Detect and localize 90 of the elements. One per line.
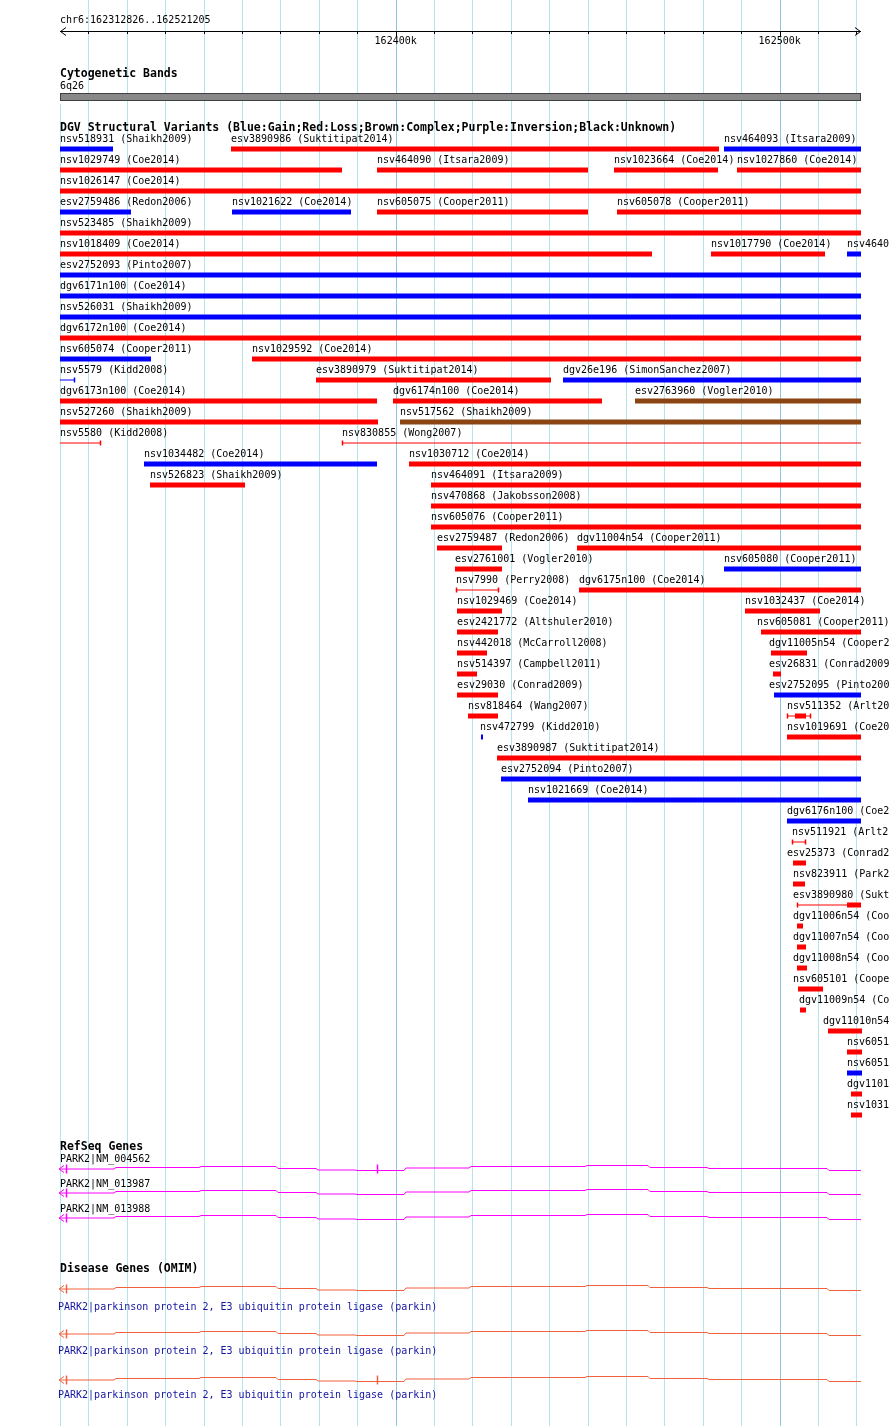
variant-label: nsv6051 [847,1057,890,1069]
variant-label: dgv6176n100 (Coe2 [787,805,890,817]
variant-label: dgv11004n54 (Cooper2011) [577,532,722,544]
variant-label: dgv6171n100 (Coe2014) [60,280,187,292]
variant-label: nsv1019691 (Coe20 [787,721,890,733]
variant-label: nsv464093 (Itsara2009) [724,133,857,145]
variant-label: nsv472799 (Kidd2010) [480,721,601,733]
variant-label: nsv605078 (Cooper2011) [617,196,750,208]
variant-label: nsv442018 (McCarroll2008) [457,637,608,649]
variant-label: esv2759487 (Redon2006) [437,532,570,544]
variant-label: nsv1029469 (Coe2014) [457,595,578,607]
variant-label: nsv464090 (Itsara2009) [377,154,510,166]
variant-label: nsv4640 [847,238,890,250]
variant-label: nsv470868 (Jakobsson2008) [431,490,582,502]
track-title: Cytogenetic Bands [60,66,178,80]
variant-label: nsv1018409 (Coe2014) [60,238,181,250]
variant-label: nsv1026147 (Coe2014) [60,175,181,187]
variant-label: nsv1021622 (Coe2014) [232,196,353,208]
variant-label: dgv11008n54 (Coo [793,952,890,964]
variant-label: dgv11005n54 (Cooper2 [769,637,890,649]
variant-label: esv2752094 (Pinto2007) [501,763,634,775]
variant-label: nsv7990 (Perry2008) [456,574,571,586]
variant-label: nsv526823 (Shaikh2009) [150,469,283,481]
gene-description: PARK2|parkinson protein 2, E3 ubiquitin protein ligase (parkin) [58,1301,438,1313]
variant-label: esv3890987 (Suktitipat2014) [497,742,660,754]
variant-label: esv2752095 (Pinto200 [769,679,890,691]
variant-label: nsv523485 (Shaikh2009) [60,217,193,229]
variant-label: dgv11010n54 [823,1015,890,1027]
variant-label: nsv6051 [847,1036,890,1048]
variant-label: nsv605081 (Cooper2011) [757,616,890,628]
variant-label: nsv511352 (Arlt20 [787,700,890,712]
variant-label: dgv6173n100 (Coe2014) [60,385,187,397]
variant-label: nsv5580 (Kidd2008) [60,427,169,439]
variant-label: esv2763960 (Vogler2010) [635,385,774,397]
variant-label: esv26831 (Conrad2009 [769,658,890,670]
variant-label: dgv1101 [847,1078,890,1090]
variant-label: nsv511921 (Arlt2 [792,826,889,838]
transcript-label: PARK2|NM_004562 [60,1153,151,1165]
variant-label: dgv11006n54 (Coo [793,910,890,922]
variant-label: esv2761001 (Vogler2010) [455,553,594,565]
variant-label: nsv518931 (Shaikh2009) [60,133,193,145]
variant-label: nsv514397 (Campbell2011) [457,658,602,670]
band-label: 6q26 [60,80,85,92]
variant-label: nsv1027860 (Coe2014) [737,154,858,166]
variant-label: esv3890980 (Sukt [793,889,890,901]
gene-description: PARK2|parkinson protein 2, E3 ubiquitin protein ligase (parkin) [58,1389,438,1401]
variant-label: esv29030 (Conrad2009) [457,679,584,691]
variant-label: dgv6174n100 (Coe2014) [393,385,520,397]
transcript-label: PARK2|NM_013988 [60,1203,151,1215]
variant-label: nsv605101 (Coope [793,973,890,985]
variant-label: nsv605075 (Cooper2011) [377,196,510,208]
track-title: DGV Structural Variants (Blue:Gain;Red:Loss;Brown:Complex;Purple:Inversion;Black:Unknown) [60,120,677,134]
variant-label: nsv605074 (Cooper2011) [60,343,193,355]
variant-label: nsv517562 (Shaikh2009) [400,406,533,418]
variant-label: dgv26e196 (SimonSanchez2007) [563,364,732,376]
transcript-label: PARK2|NM_013987 [60,1178,151,1190]
variant-label: nsv605080 (Cooper2011) [724,553,857,565]
track-title: Disease Genes (OMIM) [60,1261,199,1275]
variant-label: esv3890979 (Suktitipat2014) [316,364,479,376]
variant-label: nsv1029592 (Coe2014) [252,343,373,355]
variant-label: nsv1017790 (Coe2014) [711,238,832,250]
variant-label: nsv464091 (Itsara2009) [431,469,564,481]
variant-label: esv3890986 (Suktitipat2014) [231,133,394,145]
variant-label: nsv818464 (Wang2007) [468,700,589,712]
track-title: RefSeq Genes [60,1139,144,1153]
variant-label: dgv6172n100 (Coe2014) [60,322,187,334]
variant-label: esv25373 (Conrad2 [787,847,890,859]
variant-label: nsv1030712 (Coe2014) [409,448,530,460]
variant-label: nsv1029749 (Coe2014) [60,154,181,166]
variant-label: dgv6175n100 (Coe2014) [579,574,706,586]
axis-tick-label: 162500k [758,35,801,47]
variant-label: nsv823911 (Park2 [793,868,890,880]
variant-label: esv2752093 (Pinto2007) [60,259,193,271]
variant-label: nsv5579 (Kidd2008) [60,364,169,376]
variant-label: nsv605076 (Cooper2011) [431,511,564,523]
variant-label: esv2759486 (Redon2006) [60,196,193,208]
gene-description: PARK2|parkinson protein 2, E3 ubiquitin protein ligase (parkin) [58,1345,438,1357]
variant-label: nsv526031 (Shaikh2009) [60,301,193,313]
variant-label: nsv1023664 (Coe2014) [614,154,735,166]
variant-label: nsv830855 (Wong2007) [342,427,463,439]
variant-label: nsv1031 [847,1099,890,1111]
variant-label: dgv11009n54 (Co [799,994,890,1006]
axis-tick-label: 162400k [374,35,417,47]
variant-label: nsv527260 (Shaikh2009) [60,406,193,418]
variant-label: nsv1032437 (Coe2014) [745,595,866,607]
variant-label: esv2421772 (Altshuler2010) [457,616,614,628]
variant-label: dgv11007n54 (Coo [793,931,890,943]
variant-label: nsv1034482 (Coe2014) [144,448,265,460]
coordinate-range-label: chr6:162312826..162521205 [60,14,211,26]
variant-label: nsv1021669 (Coe2014) [528,784,649,796]
